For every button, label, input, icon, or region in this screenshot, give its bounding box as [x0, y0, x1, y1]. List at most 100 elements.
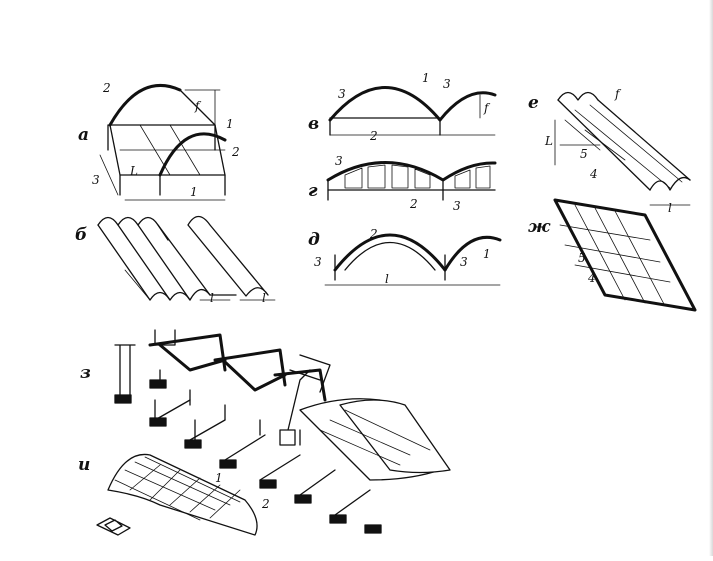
truss-panels-2	[454, 165, 491, 189]
num-5e: 5	[580, 147, 588, 161]
panel-g: г 3 2 3	[308, 154, 497, 213]
footing	[329, 514, 347, 524]
num-5zh: 5	[578, 251, 586, 265]
page-edge-shadow	[709, 0, 713, 556]
num-1a: 1	[226, 117, 234, 131]
arch-thick-2	[443, 235, 502, 272]
panel-a: а 2 1 2 f 3 L 1	[78, 81, 240, 201]
footing	[149, 379, 167, 389]
num-2i: 2	[261, 497, 270, 511]
panel-d: д 2 1 3 3 l	[308, 227, 502, 286]
panel-e: е f L 5 4 l	[528, 87, 691, 215]
num-2b: 2	[231, 145, 240, 159]
panel-label-z: з	[80, 363, 91, 383]
gantry-frame-1	[148, 333, 227, 372]
crane	[279, 369, 311, 446]
num-4e: 4	[589, 167, 598, 181]
panel-label-d: д	[308, 230, 320, 250]
footing	[184, 439, 202, 449]
footing	[114, 394, 132, 404]
shell-ribs-top	[97, 216, 169, 241]
panel-z: з	[80, 329, 451, 534]
num-4zh: 4	[587, 271, 596, 285]
vault-generatrix-lines	[119, 124, 226, 176]
panel-i: и 1 2	[78, 453, 270, 536]
num-l1: l	[210, 291, 214, 305]
shell-edges	[557, 99, 691, 191]
dimension-lines	[329, 94, 496, 136]
num-3d1: 3	[314, 255, 322, 269]
num-3v2: 3	[443, 77, 451, 91]
vault-edge	[179, 89, 216, 126]
lattice-grid	[114, 456, 241, 521]
shell-ends-bottom	[649, 176, 691, 191]
panel-label-i: и	[78, 455, 90, 475]
num-3a: 3	[92, 173, 100, 187]
panel-label-g: г	[308, 181, 318, 201]
panel-b: б l l	[75, 215, 276, 305]
truss-panels	[344, 164, 431, 189]
arch-thick-1	[333, 233, 447, 272]
num-1i: 1	[215, 471, 223, 485]
shell-ribs-bottom	[149, 288, 237, 301]
num-L: L	[129, 164, 138, 178]
roof-ribs	[319, 409, 431, 466]
columns	[154, 369, 301, 446]
num-1v: 1	[422, 71, 430, 85]
dimension-lines	[554, 119, 691, 206]
shell-plate	[553, 198, 697, 312]
panel-label-zh: ж	[528, 217, 551, 237]
dimension-lines	[99, 89, 226, 201]
arch-1	[328, 86, 442, 122]
num-Le: L	[544, 134, 553, 148]
footing	[219, 459, 237, 469]
num-2v: 2	[369, 129, 378, 143]
gantry-left	[114, 329, 176, 396]
panel-zh: ж 5 4	[528, 198, 697, 312]
footing	[259, 479, 277, 489]
vault-arch-back	[108, 84, 182, 127]
frame-columns	[107, 124, 226, 196]
panel-label-e: е	[528, 93, 539, 113]
panel-label-b: б	[75, 225, 87, 245]
num-f: f	[194, 99, 202, 113]
arch-supports	[334, 254, 446, 281]
shell-ribs	[564, 104, 683, 189]
num-1b: 1	[190, 185, 198, 199]
arch-inner-1	[344, 241, 436, 271]
shell-ends-top	[557, 91, 599, 101]
plate-grid	[559, 204, 671, 307]
num-2a: 2	[102, 81, 111, 95]
dimension-lines	[124, 269, 276, 301]
footing	[149, 417, 167, 427]
arch-supports	[329, 117, 441, 136]
panel-label-v: в	[308, 114, 319, 134]
num-fe: f	[614, 87, 622, 101]
footing	[294, 494, 312, 504]
lattice-panel-detail	[96, 517, 131, 536]
num-3v1: 3	[338, 87, 346, 101]
num-1d: 1	[483, 247, 491, 261]
shell-long-edges	[97, 224, 211, 301]
num-le: l	[668, 201, 672, 215]
num-3g1: 3	[335, 154, 343, 168]
panel-label-a: а	[78, 125, 89, 145]
num-2d: 2	[369, 227, 378, 241]
truss-supports	[327, 179, 444, 201]
num-ld: l	[385, 272, 389, 286]
num-3g2: 3	[453, 199, 461, 213]
arch-2	[438, 91, 497, 122]
roof-shell-2	[339, 399, 451, 474]
num-2g: 2	[409, 197, 418, 211]
num-fv: f	[483, 101, 491, 115]
lattice-vault	[107, 453, 258, 536]
num-l2: l	[262, 291, 266, 305]
single-shell	[187, 215, 269, 297]
truss-top-chord	[326, 161, 497, 182]
crossbeams	[154, 399, 371, 516]
num-3d2: 3	[460, 255, 468, 269]
footing	[364, 524, 382, 534]
panel-v: в 3 1 3 2 f	[308, 71, 497, 143]
